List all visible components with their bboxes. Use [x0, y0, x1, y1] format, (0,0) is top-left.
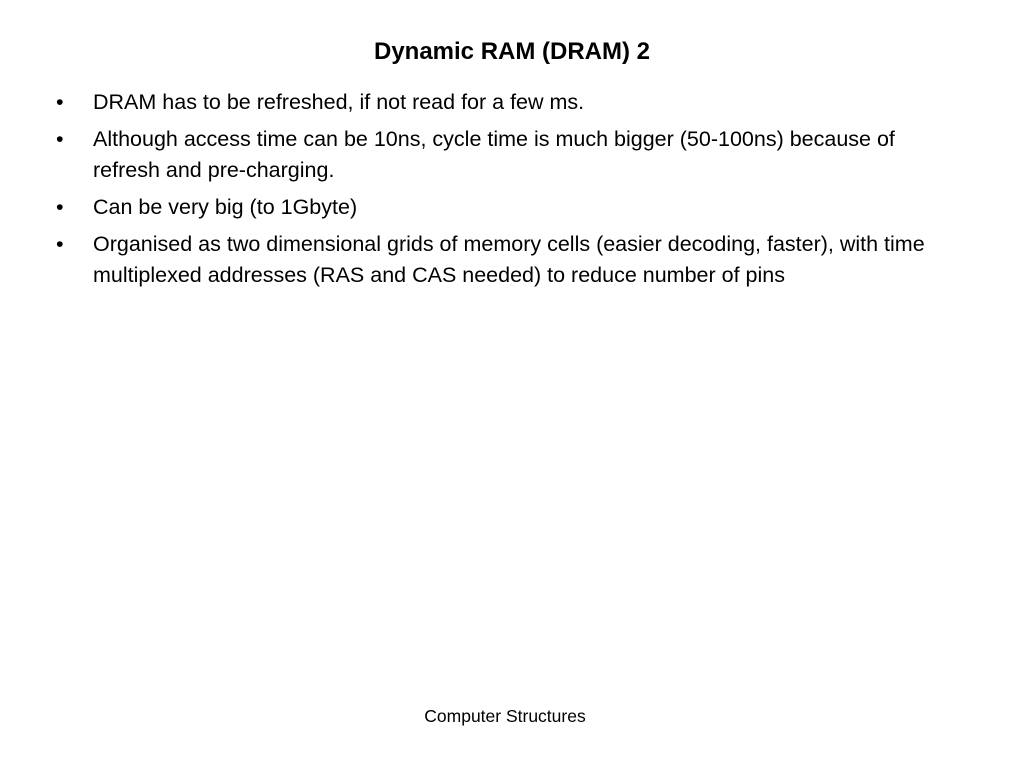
bullet-marker: •: [56, 127, 64, 151]
list-item: • Organised as two dimensional grids of …: [56, 229, 956, 291]
bullet-text: Organised as two dimensional grids of me…: [93, 232, 925, 287]
bullet-text: DRAM has to be refreshed, if not read fo…: [93, 90, 585, 114]
slide-footer: Computer Structures: [424, 706, 586, 726]
bullet-marker: •: [56, 90, 64, 114]
bullet-text: Although access time can be 10ns, cycle …: [93, 127, 895, 182]
bullet-marker: •: [56, 232, 64, 256]
bullet-text: Can be very big (to 1Gbyte): [93, 195, 358, 219]
list-item: • Although access time can be 10ns, cycl…: [56, 124, 956, 186]
list-item: • DRAM has to be refreshed, if not read …: [56, 87, 956, 118]
bullet-list: • DRAM has to be refreshed, if not read …: [56, 87, 956, 297]
list-item: • Can be very big (to 1Gbyte): [56, 192, 956, 223]
slide-title: Dynamic RAM (DRAM) 2: [373, 38, 651, 65]
bullet-marker: •: [56, 195, 64, 219]
